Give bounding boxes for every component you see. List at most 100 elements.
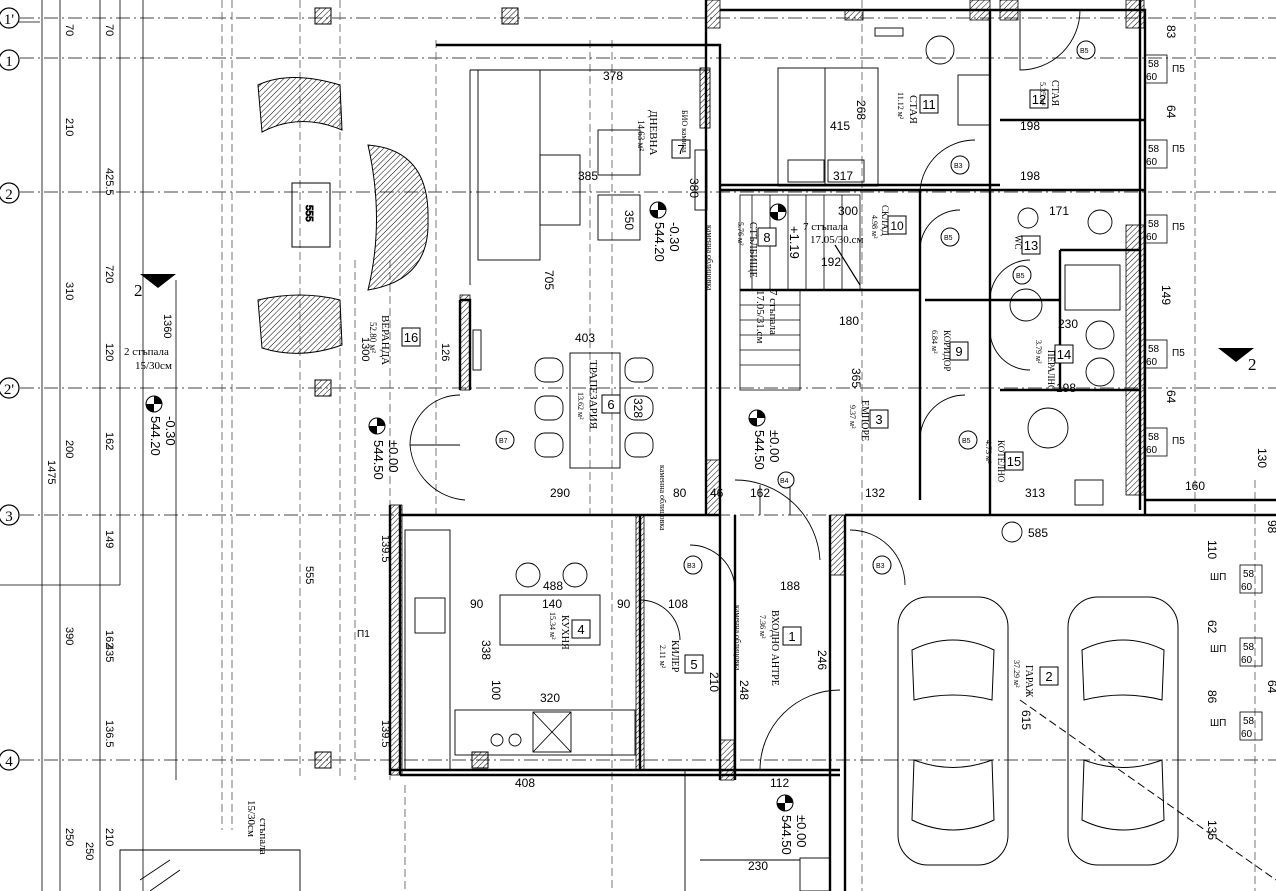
toilet xyxy=(1087,209,1113,235)
svg-text:15.34 м²: 15.34 м² xyxy=(548,612,557,640)
svg-text:98: 98 xyxy=(1265,520,1276,534)
axis-bubble-2p: 2' xyxy=(0,377,20,399)
column xyxy=(314,379,332,397)
svg-text:58: 58 xyxy=(1148,144,1160,155)
svg-text:62: 62 xyxy=(1205,620,1219,634)
svg-text:70: 70 xyxy=(103,24,115,36)
svg-text:46: 46 xyxy=(710,486,724,500)
svg-text:П1: П1 xyxy=(357,629,370,640)
room-label-laundry: 14 ПЕРАЛНО 3.79 м² xyxy=(1034,340,1074,392)
door-swing xyxy=(409,444,466,501)
svg-text:58: 58 xyxy=(1243,716,1255,727)
svg-text:408: 408 xyxy=(515,776,535,790)
wicker-chair-right xyxy=(367,144,429,291)
svg-text:268: 268 xyxy=(854,100,868,120)
svg-text:В4: В4 xyxy=(780,478,789,485)
svg-text:162: 162 xyxy=(103,630,115,648)
svg-text:В3: В3 xyxy=(687,563,696,570)
svg-text:210: 210 xyxy=(63,118,75,136)
dim-numbers-interior: 378 415 268 317 385 350 705 403 328 290 … xyxy=(470,25,1276,873)
boiler xyxy=(1027,407,1069,449)
svg-text:В7: В7 xyxy=(499,438,508,445)
svg-text:544.20: 544.20 xyxy=(148,416,163,456)
door-swing xyxy=(989,329,1031,371)
svg-text:1300: 1300 xyxy=(359,337,371,361)
svg-text:4.73 м²: 4.73 м² xyxy=(984,440,993,464)
svg-text:171: 171 xyxy=(1049,204,1069,218)
level-marker: -0.30 544.20 xyxy=(145,395,178,456)
svg-text:60: 60 xyxy=(1146,157,1158,168)
door-swing xyxy=(849,529,906,586)
svg-text:WC: WC xyxy=(1013,235,1023,250)
svg-text:П5: П5 xyxy=(1172,348,1185,359)
svg-text:338: 338 xyxy=(479,640,493,660)
svg-text:ПЕРАЛНО: ПЕРАЛНО xyxy=(1046,350,1056,392)
room-label-boiler: 15 КОТЕЛНО 4.73 м² xyxy=(984,440,1024,483)
svg-text:3: 3 xyxy=(5,509,13,525)
bottom-area xyxy=(119,770,831,891)
fireplace xyxy=(699,67,711,129)
car-left xyxy=(897,596,1009,866)
svg-text:4.98 м²: 4.98 м² xyxy=(870,215,879,239)
column xyxy=(501,7,519,25)
svg-text:11.12 м²: 11.12 м² xyxy=(896,92,905,120)
svg-text:108: 108 xyxy=(668,597,688,611)
svg-text:385: 385 xyxy=(578,169,598,183)
svg-text:2: 2 xyxy=(134,281,143,300)
veranda-furniture: 555 xyxy=(257,77,429,354)
svg-text:7: 7 xyxy=(677,142,684,157)
stairs xyxy=(739,194,861,391)
room-label-stairs: 8 СТЪЛБИЩЕ 5.76 м² xyxy=(736,222,777,278)
column xyxy=(314,7,332,25)
svg-text:2: 2 xyxy=(1248,355,1257,374)
axis-bubble-4: 4 xyxy=(0,749,20,771)
svg-text:60: 60 xyxy=(1146,232,1158,243)
svg-text:11: 11 xyxy=(922,97,936,112)
axis-bubble-3: 3 xyxy=(0,504,20,526)
svg-text:135: 135 xyxy=(1205,820,1219,840)
doors xyxy=(409,9,1081,771)
svg-text:149: 149 xyxy=(103,530,115,548)
svg-text:230: 230 xyxy=(748,859,768,873)
level-marker: ±0.00 544.50 xyxy=(776,794,809,855)
door-swing xyxy=(734,479,821,561)
svg-text:60: 60 xyxy=(1241,582,1253,593)
section-marker-left: 2 xyxy=(134,274,176,300)
svg-text:БИО камина: БИО камина xyxy=(680,110,689,153)
svg-text:15/30см: 15/30см xyxy=(245,800,257,837)
svg-text:380: 380 xyxy=(687,178,701,198)
room-label-bedroom: 11 СТАЯ 11.12 м² xyxy=(896,92,939,124)
axis-bubble-1p: 1' xyxy=(0,7,20,29)
svg-text:132: 132 xyxy=(865,486,885,500)
svg-text:544.50: 544.50 xyxy=(371,440,386,480)
svg-text:198: 198 xyxy=(1020,119,1040,133)
svg-text:317: 317 xyxy=(833,169,853,183)
door-swing xyxy=(759,689,841,771)
svg-text:58: 58 xyxy=(1243,569,1255,580)
svg-text:52.80 м²: 52.80 м² xyxy=(368,322,378,353)
svg-text:17.05/30.см: 17.05/30.см xyxy=(810,234,863,246)
room-label-living: 7 ДНЕВНА 14.63 м² xyxy=(636,110,691,159)
svg-text:ЕМПОРЕ: ЕМПОРЕ xyxy=(859,400,870,441)
svg-text:425.5: 425.5 xyxy=(103,168,115,196)
svg-text:64: 64 xyxy=(1265,680,1276,694)
svg-text:5.35 м²: 5.35 м² xyxy=(1038,82,1047,106)
door-swing xyxy=(409,394,461,446)
svg-text:СТАЯ: СТАЯ xyxy=(1049,80,1060,107)
svg-text:58: 58 xyxy=(1148,219,1160,230)
svg-text:±0.00: ±0.00 xyxy=(767,430,782,462)
svg-text:±0.00: ±0.00 xyxy=(386,440,401,472)
svg-text:136.5: 136.5 xyxy=(103,720,115,748)
svg-text:555: 555 xyxy=(303,205,314,222)
svg-text:310: 310 xyxy=(63,282,75,300)
svg-text:КУХНЯ: КУХНЯ xyxy=(559,615,570,650)
svg-text:КОТЕЛНО: КОТЕЛНО xyxy=(996,440,1006,483)
section-marker-right: 2 xyxy=(1218,348,1257,374)
svg-text:7 стъпала: 7 стъпала xyxy=(767,290,779,335)
svg-text:112: 112 xyxy=(770,776,789,790)
annotation-notes: БИО камина каменна облицовка каменна обл… xyxy=(495,40,1096,671)
svg-text:±0.00: ±0.00 xyxy=(794,815,809,847)
svg-text:140: 140 xyxy=(542,597,562,611)
bedroom-furniture xyxy=(777,27,991,187)
